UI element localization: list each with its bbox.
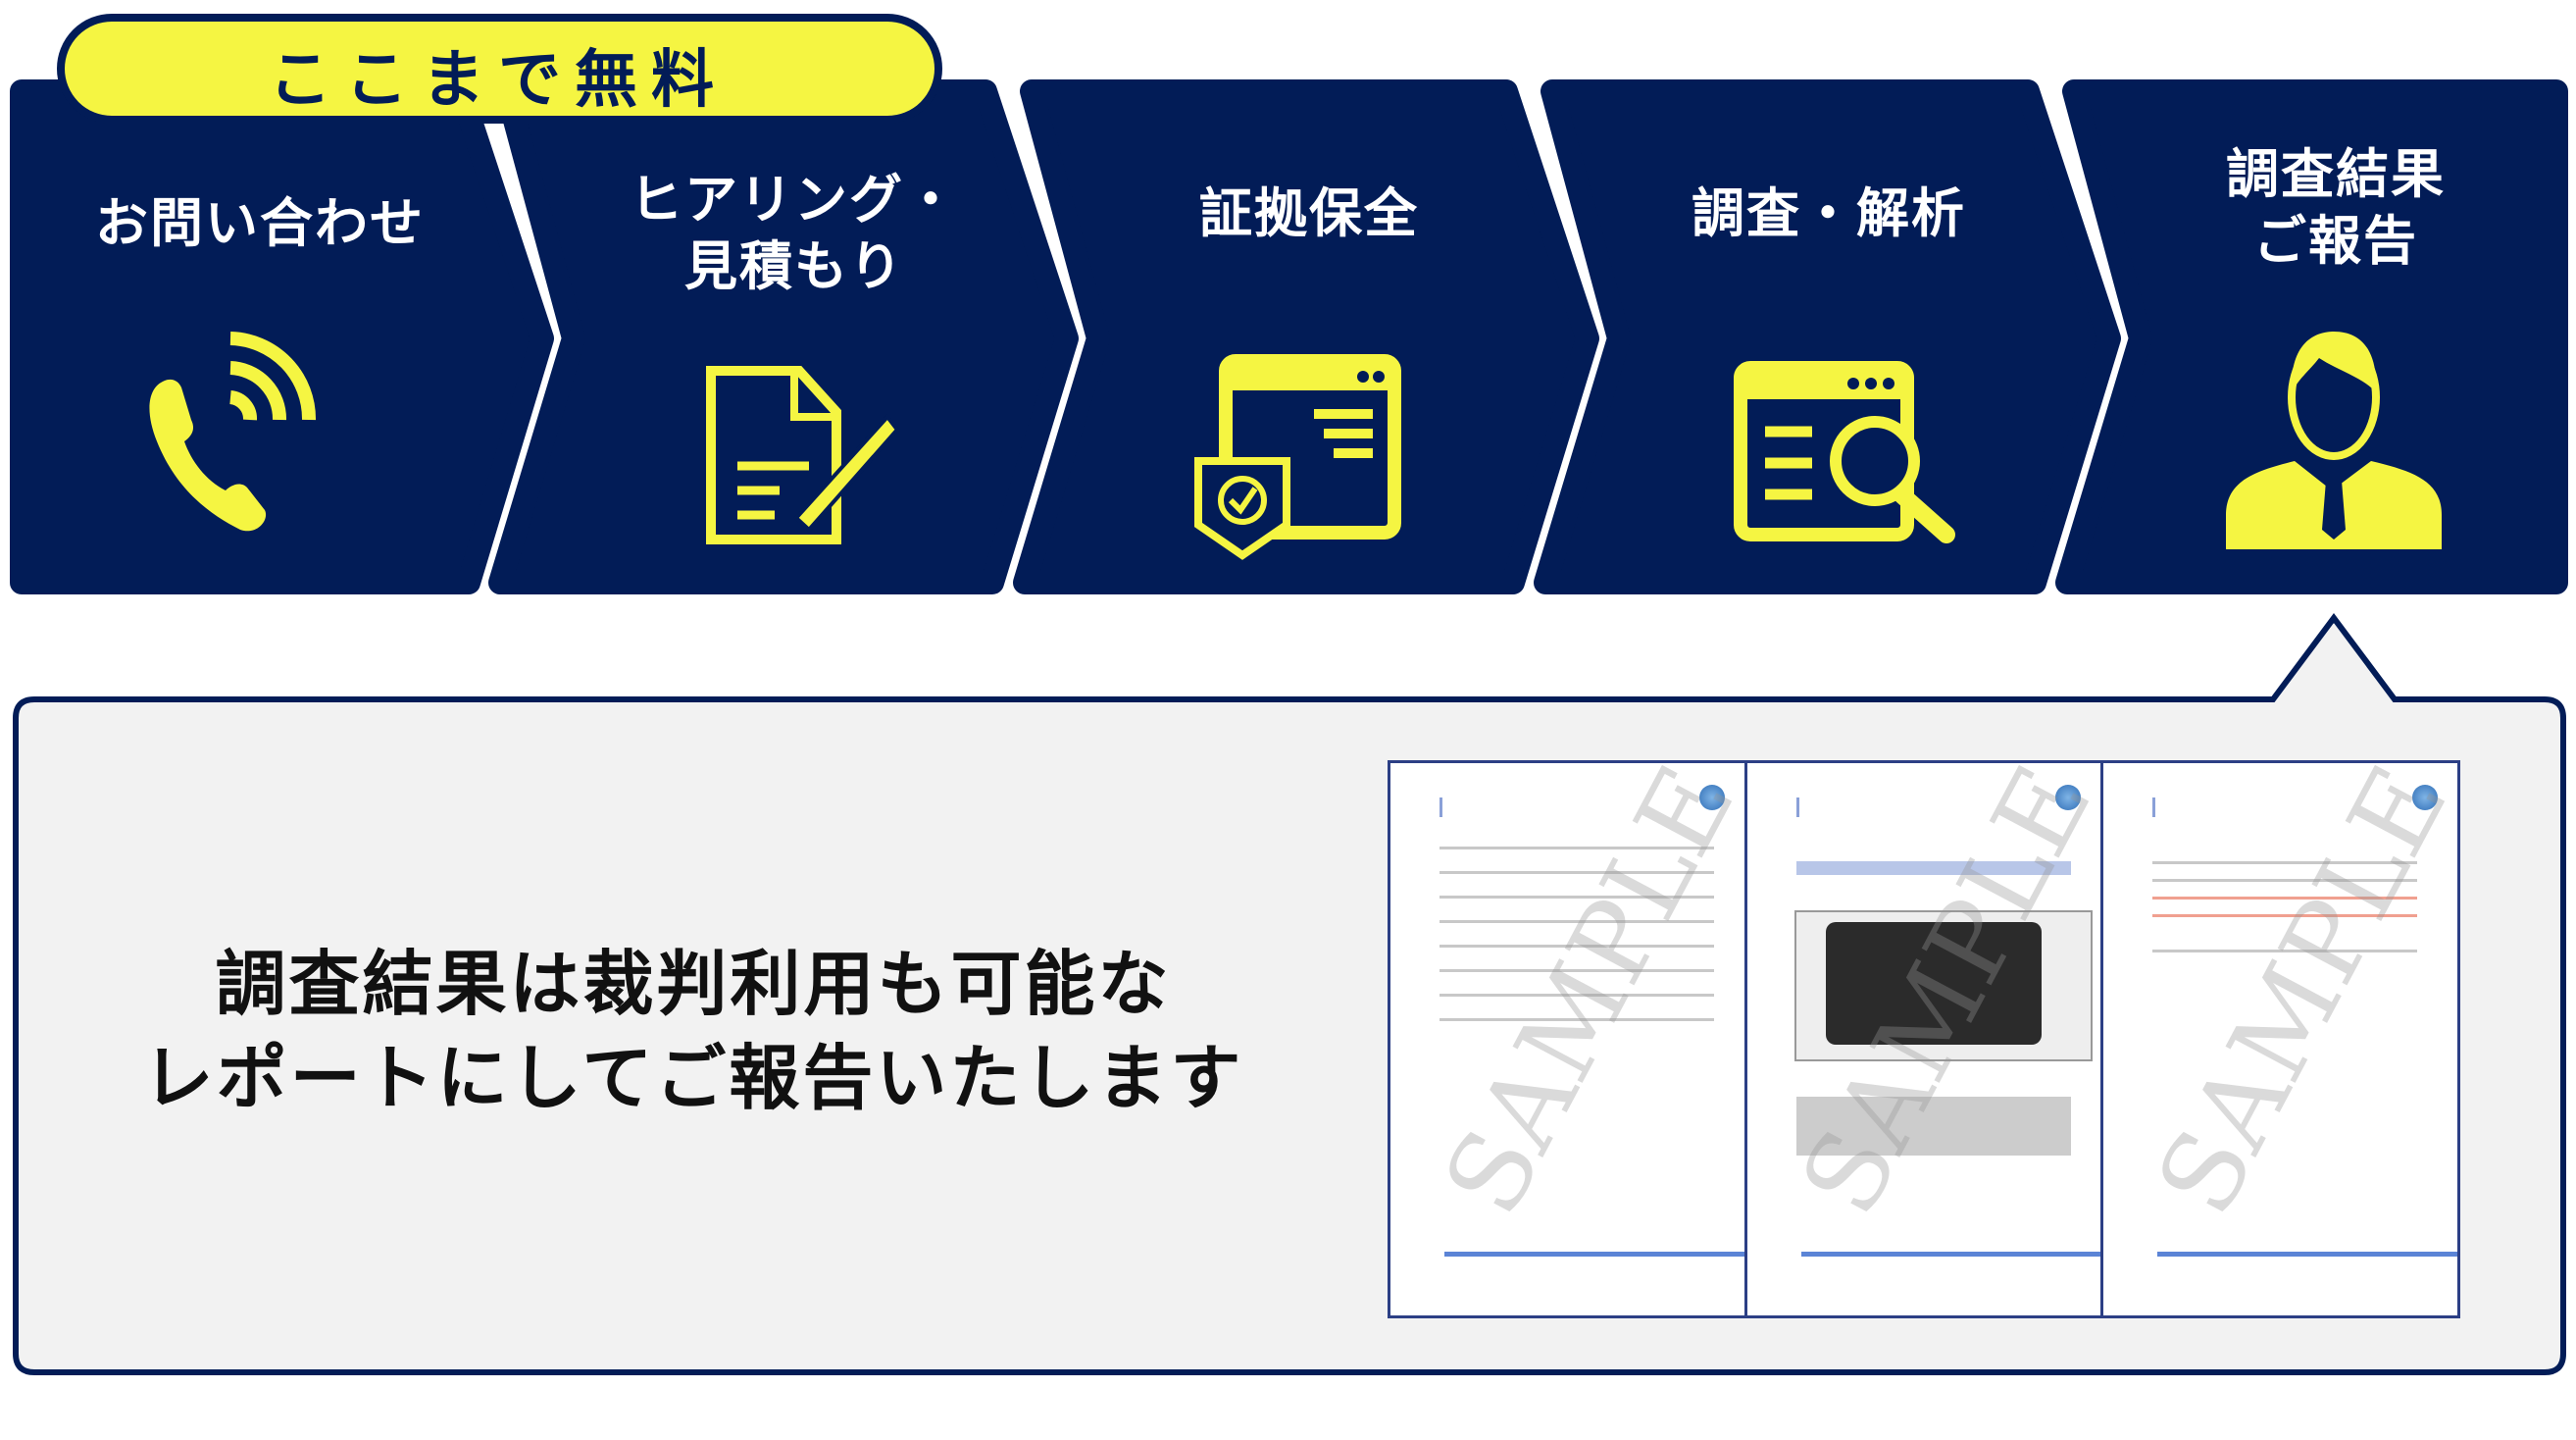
magnifier-window-icon bbox=[1734, 361, 1955, 543]
report-page-toc: SAMPLE bbox=[1390, 763, 1747, 1315]
step-title-line: 証拠保全 bbox=[1199, 182, 1419, 244]
logo-icon bbox=[2055, 785, 2082, 810]
step-panel-3 bbox=[1013, 79, 1599, 594]
phone-icon bbox=[149, 332, 317, 532]
report-header bbox=[1795, 797, 1974, 817]
sample-report-image: SAMPLE SAMPLE SAMPLE bbox=[1388, 760, 2460, 1318]
step-title-line: 調査結果 bbox=[2226, 143, 2446, 205]
logo-icon bbox=[1698, 785, 1725, 810]
sample-watermark: SAMPLE bbox=[1420, 763, 1747, 1235]
report-page-summary: SAMPLE bbox=[2103, 763, 2458, 1315]
report-page-device: SAMPLE bbox=[1747, 763, 2104, 1315]
report-message: 調査結果は裁判利用も可能な レポートにしてご報告いたします bbox=[143, 937, 1244, 1125]
message-line: レポートにしてご報告いたします bbox=[142, 1037, 1244, 1119]
logo-icon bbox=[2412, 785, 2439, 810]
step-panel-2 bbox=[488, 79, 1079, 594]
step-title-line: ヒアリング・ bbox=[630, 169, 959, 231]
step-title-line: 調査・解析 bbox=[1692, 182, 1966, 244]
step-title-analysis: 調査・解析 bbox=[1692, 180, 1966, 247]
step-panel-5 bbox=[2055, 79, 2568, 594]
step-title-hearing: ヒアリング・見積もり bbox=[630, 167, 959, 300]
document-pen-icon bbox=[706, 366, 900, 544]
step-panel-4 bbox=[1534, 79, 2121, 594]
free-badge bbox=[57, 14, 942, 124]
shield-window-icon bbox=[1194, 354, 1401, 560]
businessman-icon bbox=[2226, 332, 2442, 549]
step-title-line: ご報告 bbox=[2253, 210, 2418, 272]
message-line: 調査結果は裁判利用も可能な bbox=[215, 943, 1172, 1025]
report-header bbox=[2152, 797, 2330, 817]
step-title-line: 見積もり bbox=[684, 235, 904, 297]
step-title-line: お問い合わせ bbox=[95, 192, 425, 254]
step-title-report: 調査結果ご報告 bbox=[2226, 141, 2446, 275]
report-header bbox=[1440, 797, 1617, 817]
step-title-preservation: 証拠保全 bbox=[1199, 180, 1419, 247]
sample-watermark: SAMPLE bbox=[2133, 763, 2458, 1235]
free-badge-label: ここまで無料 bbox=[269, 44, 728, 117]
step-panel-1 bbox=[10, 79, 554, 594]
step-title-inquiry: お問い合わせ bbox=[95, 190, 425, 257]
laptop-photo bbox=[1793, 910, 2093, 1061]
